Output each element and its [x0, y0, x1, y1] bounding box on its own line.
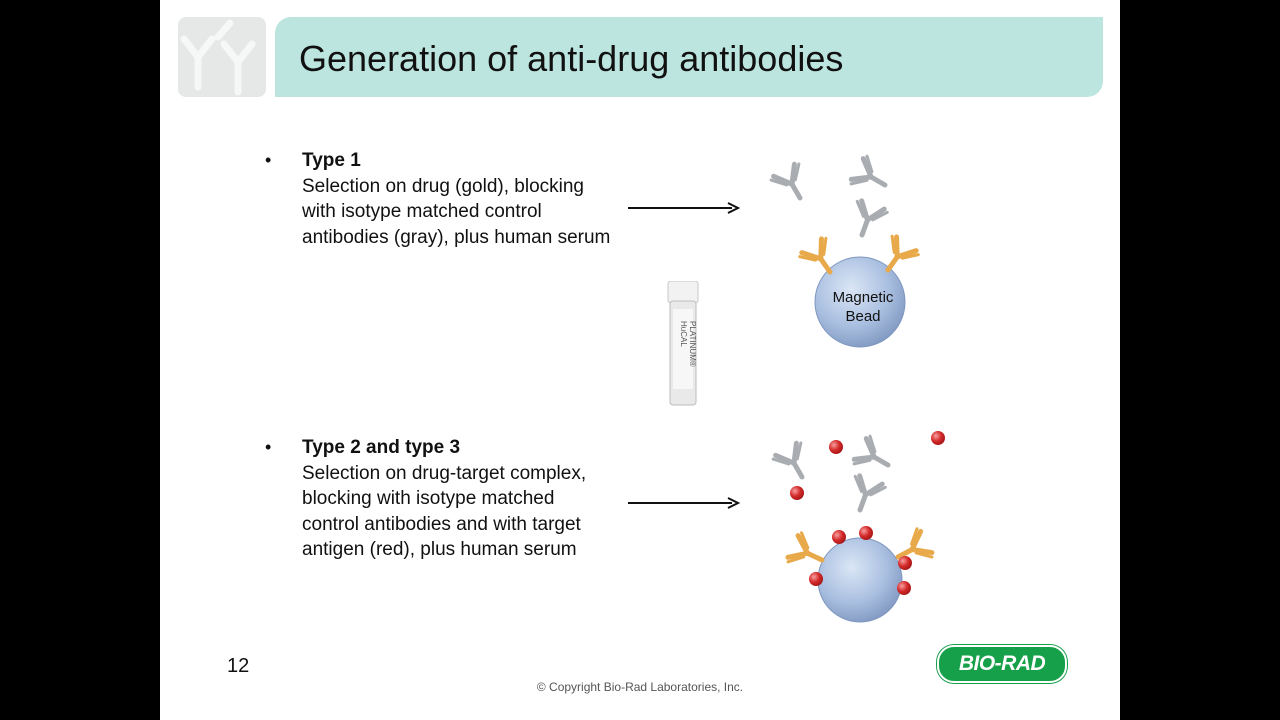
type1-diagram: [760, 140, 960, 348]
type1-heading: Type 1: [302, 150, 361, 171]
slide: Generation of anti-drug antibodies • Typ…: [160, 0, 1120, 720]
bullet-type2: •: [265, 437, 272, 457]
antigen-icon: [790, 431, 945, 500]
header-antibody-icon: [178, 17, 266, 97]
vial-label-line1: HuCAL: [679, 321, 688, 347]
type1-block: Type 1 Selection on drug (gold), blockin…: [302, 148, 622, 250]
bullet-type1: •: [265, 150, 272, 170]
type1-arrow-icon: [628, 202, 741, 214]
copyright-notice: © Copyright Bio-Rad Laboratories, Inc.: [536, 680, 744, 694]
header-bar: [275, 17, 1103, 97]
type1-description: Selection on drug (gold), blocking with …: [302, 175, 611, 248]
bound-antigen-icon: [809, 526, 912, 595]
page-number: 12: [227, 655, 250, 677]
bio-rad-logo: BIO-RAD: [937, 645, 1067, 683]
magnetic-bead-icon: [814, 256, 906, 348]
bead-label: Magnetic Bead: [818, 288, 908, 326]
slide-title: Generation of anti-drug antibodies: [299, 38, 844, 79]
magnetic-bead-icon: [817, 537, 903, 623]
type2-block: Type 2 and type 3 Selection on drug-targ…: [302, 435, 612, 563]
type2-arrow-icon: [628, 497, 741, 509]
bead-label-line2: Bead: [845, 308, 881, 325]
vial-icon: HuCAL PLATINUM®: [667, 281, 699, 406]
bead-label-line1: Magnetic: [832, 289, 894, 306]
type2-diagram: [760, 431, 945, 623]
control-antibody-icon: [770, 155, 893, 240]
type2-description: Selection on drug-target complex, blocki…: [302, 462, 587, 561]
vial-label-line2: PLATINUM®: [688, 321, 697, 367]
type2-heading: Type 2 and type 3: [302, 437, 461, 458]
